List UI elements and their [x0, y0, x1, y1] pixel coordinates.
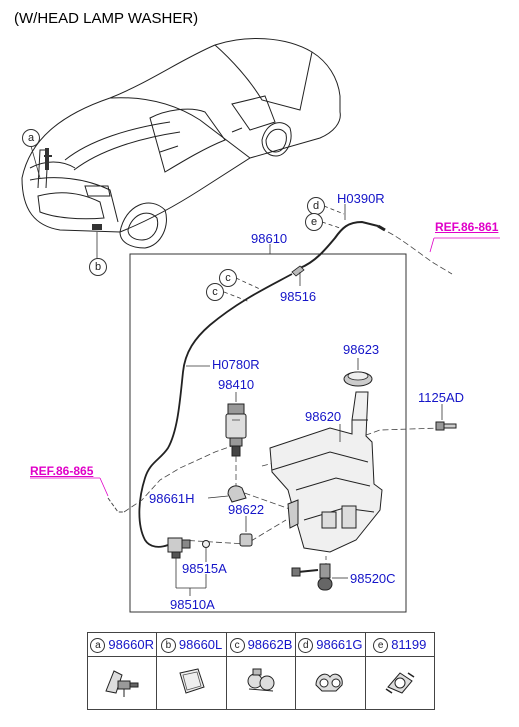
- bolt: [435, 421, 457, 431]
- legend-letter: e: [373, 637, 389, 653]
- headlamp-washer-pump: [167, 537, 191, 559]
- label-98623: 98623: [343, 342, 380, 357]
- washer-pump: [225, 403, 247, 457]
- legend-part-number: 81199: [391, 637, 427, 653]
- nozzle-icon: [105, 669, 139, 697]
- ref-86-861-link[interactable]: REF.86-861: [435, 220, 499, 234]
- label-h0780r: H0780R: [212, 357, 260, 372]
- level-sensor: [291, 563, 333, 591]
- label-98516: 98516: [280, 289, 317, 304]
- legend-part-number: 98660L: [178, 637, 223, 653]
- legend-part-number: 98661G: [316, 637, 363, 653]
- legend-part-number: 98662B: [247, 637, 293, 653]
- washer-reservoir: [269, 391, 383, 553]
- clamp-icon: [385, 671, 415, 694]
- callout-b: b: [89, 258, 107, 276]
- page-title: (W/HEAD LAMP WASHER): [14, 10, 199, 27]
- hose-clip-icon: [315, 673, 344, 691]
- callout-a: a: [22, 129, 40, 147]
- car-illustration: [21, 38, 341, 249]
- label-98661h: 98661H: [149, 491, 195, 506]
- label-h0390r: H0390R: [337, 191, 385, 206]
- ref-86-865-link[interactable]: REF.86-865: [30, 464, 94, 478]
- label-98510a: 98510A: [170, 597, 215, 612]
- legend-letter: b: [160, 637, 176, 653]
- label-98610: 98610: [251, 231, 288, 246]
- callout-d: d: [307, 197, 325, 215]
- legend-part-number: 98660R: [108, 637, 154, 653]
- label-98520c: 98520C: [350, 571, 396, 586]
- label-98622: 98622: [228, 502, 265, 517]
- label-98410: 98410: [218, 377, 255, 392]
- label-98515a: 98515A: [182, 561, 227, 576]
- cap-pad-icon: [178, 667, 205, 694]
- callout-c-upper: c: [219, 269, 237, 287]
- legend-letter: d: [298, 637, 314, 653]
- hose-clip-icon: [247, 668, 275, 691]
- legend-picture-row: [86, 656, 436, 710]
- legend-letter: c: [229, 637, 245, 653]
- legend-letter: a: [90, 637, 106, 653]
- label-98620: 98620: [305, 409, 342, 424]
- label-1125ad: 1125AD: [418, 390, 465, 405]
- callout-e: e: [305, 213, 323, 231]
- callout-c-lower: c: [206, 283, 224, 301]
